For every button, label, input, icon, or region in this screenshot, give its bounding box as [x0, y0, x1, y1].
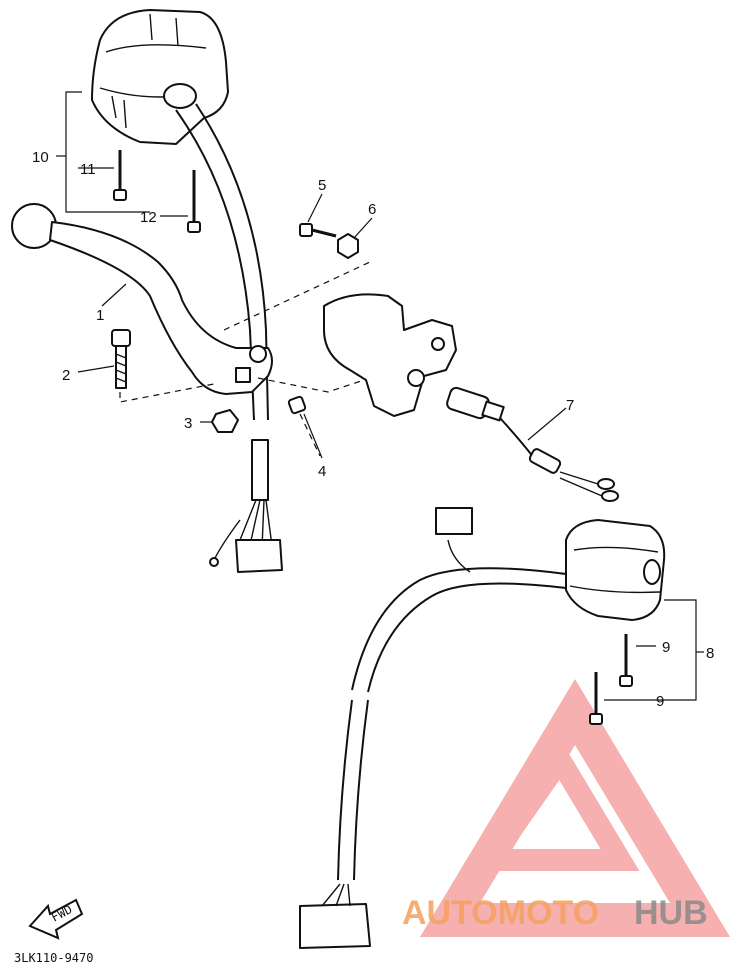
callout-8: 8 [706, 645, 714, 662]
right-handlebar-switch [565, 519, 666, 621]
callout-4: 4 [318, 463, 326, 480]
bolt-5 [299, 223, 337, 238]
left-switch-cable [175, 109, 255, 421]
forward-arrow-icon: FWD [28, 898, 84, 940]
watermark-text-orange: AUTOMOTO [402, 894, 599, 932]
callout-2: 2 [62, 367, 70, 384]
right-switch-connector-large [299, 903, 371, 949]
callout-7: 7 [566, 397, 574, 414]
callout-5: 5 [318, 177, 326, 194]
screw-11 [113, 150, 127, 201]
callout-3: 3 [184, 415, 192, 432]
screw-9a [619, 634, 633, 687]
left-switch-connector [235, 539, 283, 573]
callout-11: 11 [80, 161, 96, 178]
lever-bracket [323, 293, 457, 417]
left-handlebar-switch [91, 9, 229, 145]
assembly-line-3 [257, 377, 371, 393]
watermark-text: AUTOMOTO HUB [402, 894, 708, 932]
watermark-logo-icon [419, 678, 730, 937]
callout-9b: 9 [656, 693, 664, 710]
nut-6 [337, 233, 359, 259]
bracket-8 [650, 599, 697, 701]
callout-12: 12 [140, 209, 157, 226]
nut-3 [211, 409, 239, 433]
bracket-10 [65, 91, 150, 213]
callout-10: 10 [32, 149, 49, 166]
callout-6: 6 [368, 201, 376, 218]
adjuster-4 [287, 395, 307, 415]
assembly-line-1 [119, 383, 215, 403]
screw-12 [187, 170, 201, 233]
diagram-code: 3LK110-9470 [14, 951, 93, 965]
clutch-switch-7 [446, 386, 619, 502]
right-switch-connector-small [435, 507, 473, 535]
callout-1: 1 [96, 307, 104, 324]
cable-sleeve [251, 439, 269, 501]
bolt-2 [111, 329, 131, 389]
screw-9b [589, 672, 603, 725]
clutch-lever [11, 203, 273, 395]
assembly-line-2 [223, 261, 371, 331]
right-switch-cable [351, 567, 567, 691]
watermark-text-gray: HUB [634, 894, 708, 932]
callout-9a: 9 [662, 639, 670, 656]
